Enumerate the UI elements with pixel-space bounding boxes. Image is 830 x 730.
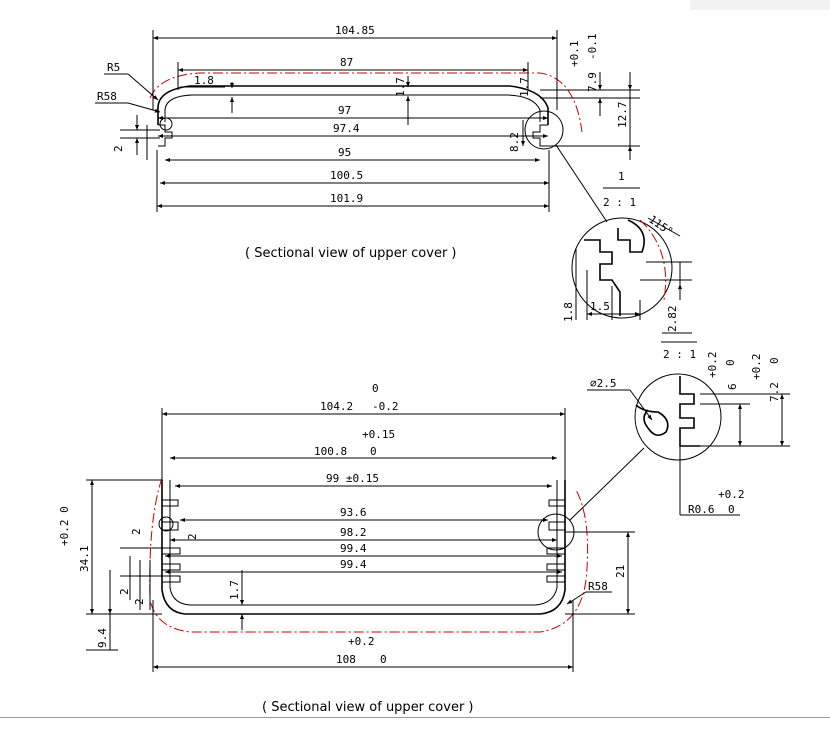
detail-bottom-phi: ∅2.5 [590, 377, 617, 390]
dim-7-9-minus: -0.1 [586, 34, 599, 61]
dim-r58-bottom: R58 [588, 580, 608, 593]
dim-95: 95 [338, 146, 351, 159]
dim-9-4: 9.4 [96, 628, 109, 648]
detail-bottom-r06-tol-plus: +0.2 [718, 488, 745, 501]
top-hook-left [159, 117, 173, 131]
top-section-view: 104.85 87 97 97.4 95 100.5 101.9 R5 R58 … [95, 24, 640, 261]
detail-bottom-circle [634, 373, 722, 461]
dim-1-7-top: 1.7 [394, 77, 407, 97]
detail-bottom-scale: 2 : 1 [663, 348, 696, 361]
bottom-hook-left [158, 516, 174, 532]
detail-bottom-7-2-tol-minus: 0 [768, 357, 781, 364]
dim-97: 97 [338, 104, 351, 117]
dim-108-tol-plus: +0.2 [348, 635, 375, 648]
leader [127, 102, 161, 113]
detail-top-profile [584, 219, 645, 316]
dim-99-4-b: 99.4 [340, 558, 367, 571]
dim-12-7: 12.7 [616, 102, 629, 129]
leader [566, 591, 587, 605]
dim-97-4: 97.4 [333, 122, 360, 135]
detail-leader-bottom [569, 447, 645, 521]
top-profile-inner [164, 94, 541, 122]
dim-98-2: 98.2 [340, 526, 367, 539]
detail-leader-top [555, 144, 608, 223]
detail-top-scale: 2 : 1 [603, 196, 636, 209]
bottom-profile-outer [161, 480, 566, 615]
dim-100-8-tol-minus: 0 [370, 445, 377, 458]
dim-2-top: 2 [112, 145, 125, 152]
dim-34-1: 34.1 [78, 546, 91, 573]
dim-100-5: 100.5 [330, 169, 363, 182]
dim-1-7-right: 1.7 [518, 77, 531, 97]
bottom-profile-inner [169, 480, 558, 606]
dim-99: 99 ±0.15 [326, 472, 379, 485]
detail-bottom-r06-tol-minus: 0 [728, 503, 735, 516]
bottom-right-fins [546, 499, 565, 583]
dim-101-9: 101.9 [330, 192, 363, 205]
dim-104-2: 104.2 [320, 400, 353, 413]
top-profile-outer [157, 85, 549, 125]
dim-100-8-tol-plus: +0.15 [362, 428, 395, 441]
dim-108: 108 [336, 653, 356, 666]
dim-100-8: 100.8 [314, 445, 347, 458]
dim-34-1-tol: +0.2 0 [58, 506, 71, 546]
detail-top-2-82: 2.82 [666, 306, 679, 333]
leader [127, 73, 159, 101]
dim-2-c: 2 [133, 598, 146, 605]
dim-7-9-plus: +0.1 [568, 41, 581, 68]
angle-line [647, 217, 681, 237]
dim-2-b: 2 [118, 588, 131, 595]
top-centerline [149, 72, 583, 133]
dim-108-tol-minus: 0 [380, 653, 387, 666]
detail-bottom-7-2: 7.2 [768, 382, 781, 402]
dim-87: 87 [340, 56, 353, 69]
bottom-left-fins [162, 499, 181, 583]
detail-bottom-r06: R0.6 [688, 503, 715, 516]
detail-top-1-5: 1.5 [590, 300, 610, 313]
detail-bottom-7-2-tol-plus: +0.2 [750, 354, 763, 381]
dim-7-9: 7.9 [586, 72, 599, 92]
dim-104-2-tol-plus: 0 [372, 382, 379, 395]
dim-1-7-bottom: 1.7 [228, 580, 241, 600]
dim-2-d: 2 [186, 533, 199, 540]
detail-top-centerline [639, 219, 667, 301]
top-hook-right [524, 110, 564, 150]
detail-bottom-6-tol-minus: 0 [724, 359, 737, 366]
dim-104-2-tol-minus: -0.2 [372, 400, 399, 413]
caption-top: ( Sectional view of upper cover ) [245, 246, 457, 261]
detail-bottom-6-tol-plus: +0.2 [706, 352, 719, 379]
detail-view-bottom: 2 : 1 6 +0.2 0 7.2 +0.2 0 ∅2.5 R0.6 +0.2… [569, 341, 790, 521]
dim-21: 21 [614, 565, 627, 578]
detail-bottom-profile [635, 376, 700, 447]
dim-93-6: 93.6 [340, 506, 367, 519]
dim-99-4-a: 99.4 [340, 542, 367, 555]
dim-104-85: 104.85 [335, 24, 375, 37]
detail-top-angle: 115° [646, 213, 675, 239]
leader [629, 389, 653, 421]
detail-top-scale-number: 1 [618, 170, 625, 183]
bottom-centerline [149, 477, 589, 633]
dim-1-8-top: 1.8 [194, 74, 214, 87]
dim-8-2: 8.2 [508, 132, 521, 152]
dim-r5: R5 [107, 61, 120, 74]
detail-top-circle [571, 217, 673, 319]
dim-r58-top: R58 [97, 90, 117, 103]
detail-top-1-8: 1.8 [562, 302, 575, 322]
detail-bottom-6: 6 [726, 383, 739, 390]
corner-mark [690, 0, 830, 10]
caption-bottom: ( Sectional view of upper cover ) [262, 700, 474, 715]
bottom-rule [0, 717, 830, 718]
bottom-section-view: 104.2 0 -0.2 100.8 +0.15 0 99 ±0.15 93.6… [58, 382, 635, 715]
dim-2-a: 2 [130, 528, 143, 535]
detail-view-top: 1 2 : 1 115° 1.5 1.8 2.82 [562, 170, 692, 334]
